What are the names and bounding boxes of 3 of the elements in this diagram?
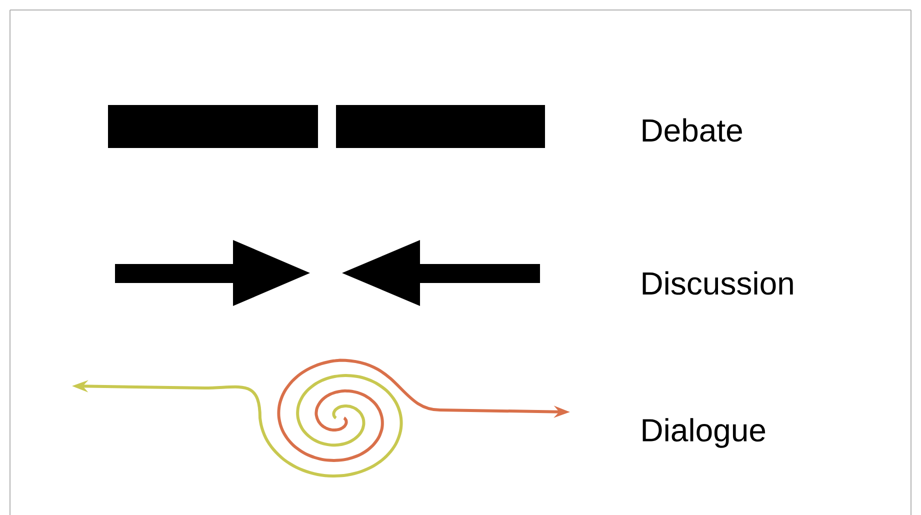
- label: Dialogue: [642, 418, 766, 448]
- label: Debate: [642, 118, 742, 142]
- label: Discussion: [642, 271, 793, 295]
